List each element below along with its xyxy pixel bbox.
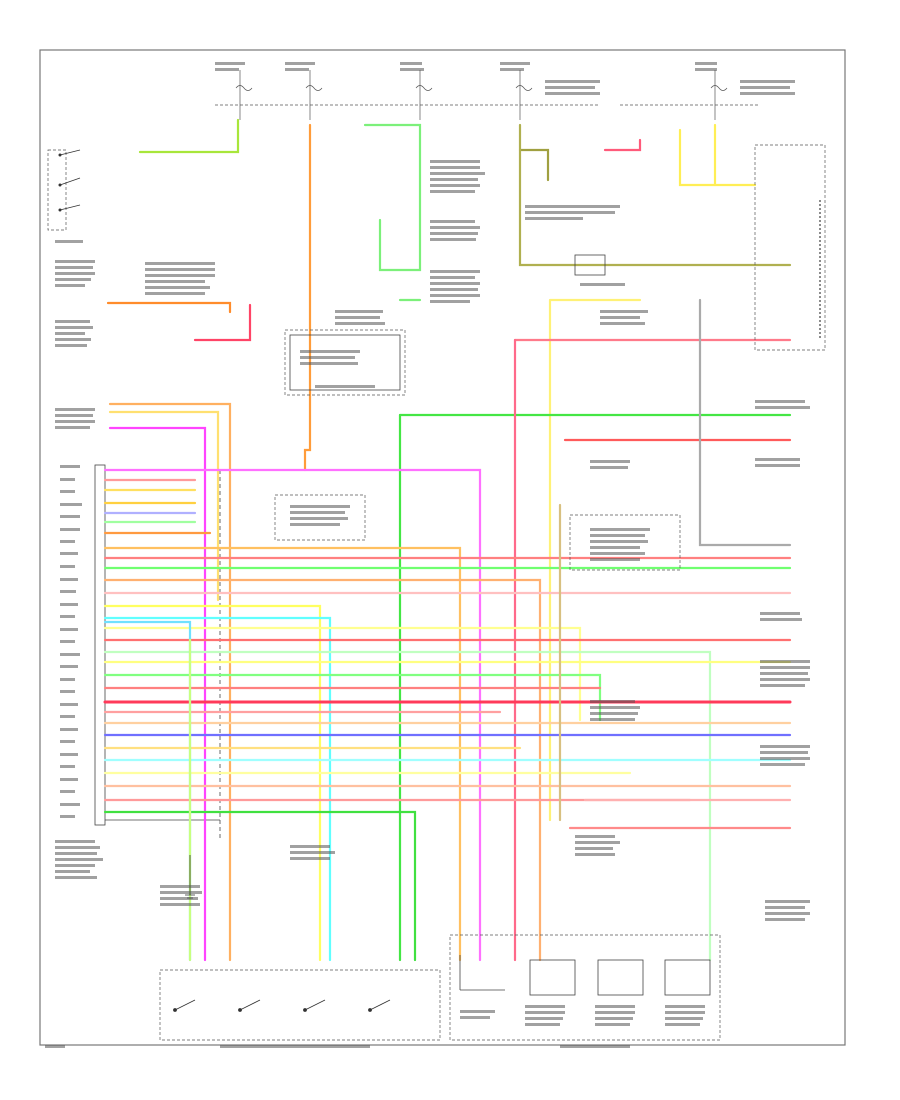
wire-pink-red-left [193, 303, 252, 342]
wire-olive-top [518, 148, 550, 182]
wire-orange-left-riser [106, 301, 232, 314]
wire-lg-y-top [138, 118, 240, 154]
wire-yellow-a [108, 410, 220, 602]
labels [45, 62, 810, 1048]
wire-pcm-19 [103, 673, 602, 722]
wire-pcm-13 [103, 604, 322, 962]
wire-olive-long [518, 123, 792, 267]
wire-pcm-15 [103, 626, 582, 722]
wire-pink-relay [603, 138, 642, 152]
components [159, 144, 826, 1041]
wire-pcm-8 [103, 546, 462, 962]
wire-pcm-30 [103, 810, 417, 962]
wire-pcm-cyan [103, 620, 192, 962]
wire-grey-vert [698, 298, 792, 547]
wire-green-upper [363, 123, 422, 272]
wire-orange-a [108, 402, 232, 962]
wire-pcm-1 [103, 468, 482, 962]
wire-pcm-14 [103, 616, 332, 962]
wire-pcm-11 [103, 578, 542, 962]
wire-yellow-relay [678, 128, 757, 187]
wires [103, 118, 792, 962]
top-fuse-row [215, 70, 760, 120]
ignition-switch [47, 149, 81, 231]
diagram-frame [39, 49, 846, 1046]
wire-magenta-a [108, 426, 207, 962]
pcm-connector [94, 464, 221, 840]
wire-pcm-17 [103, 650, 712, 962]
wire-orange-vertical [303, 123, 312, 472]
wire-yellow-long [548, 298, 642, 822]
